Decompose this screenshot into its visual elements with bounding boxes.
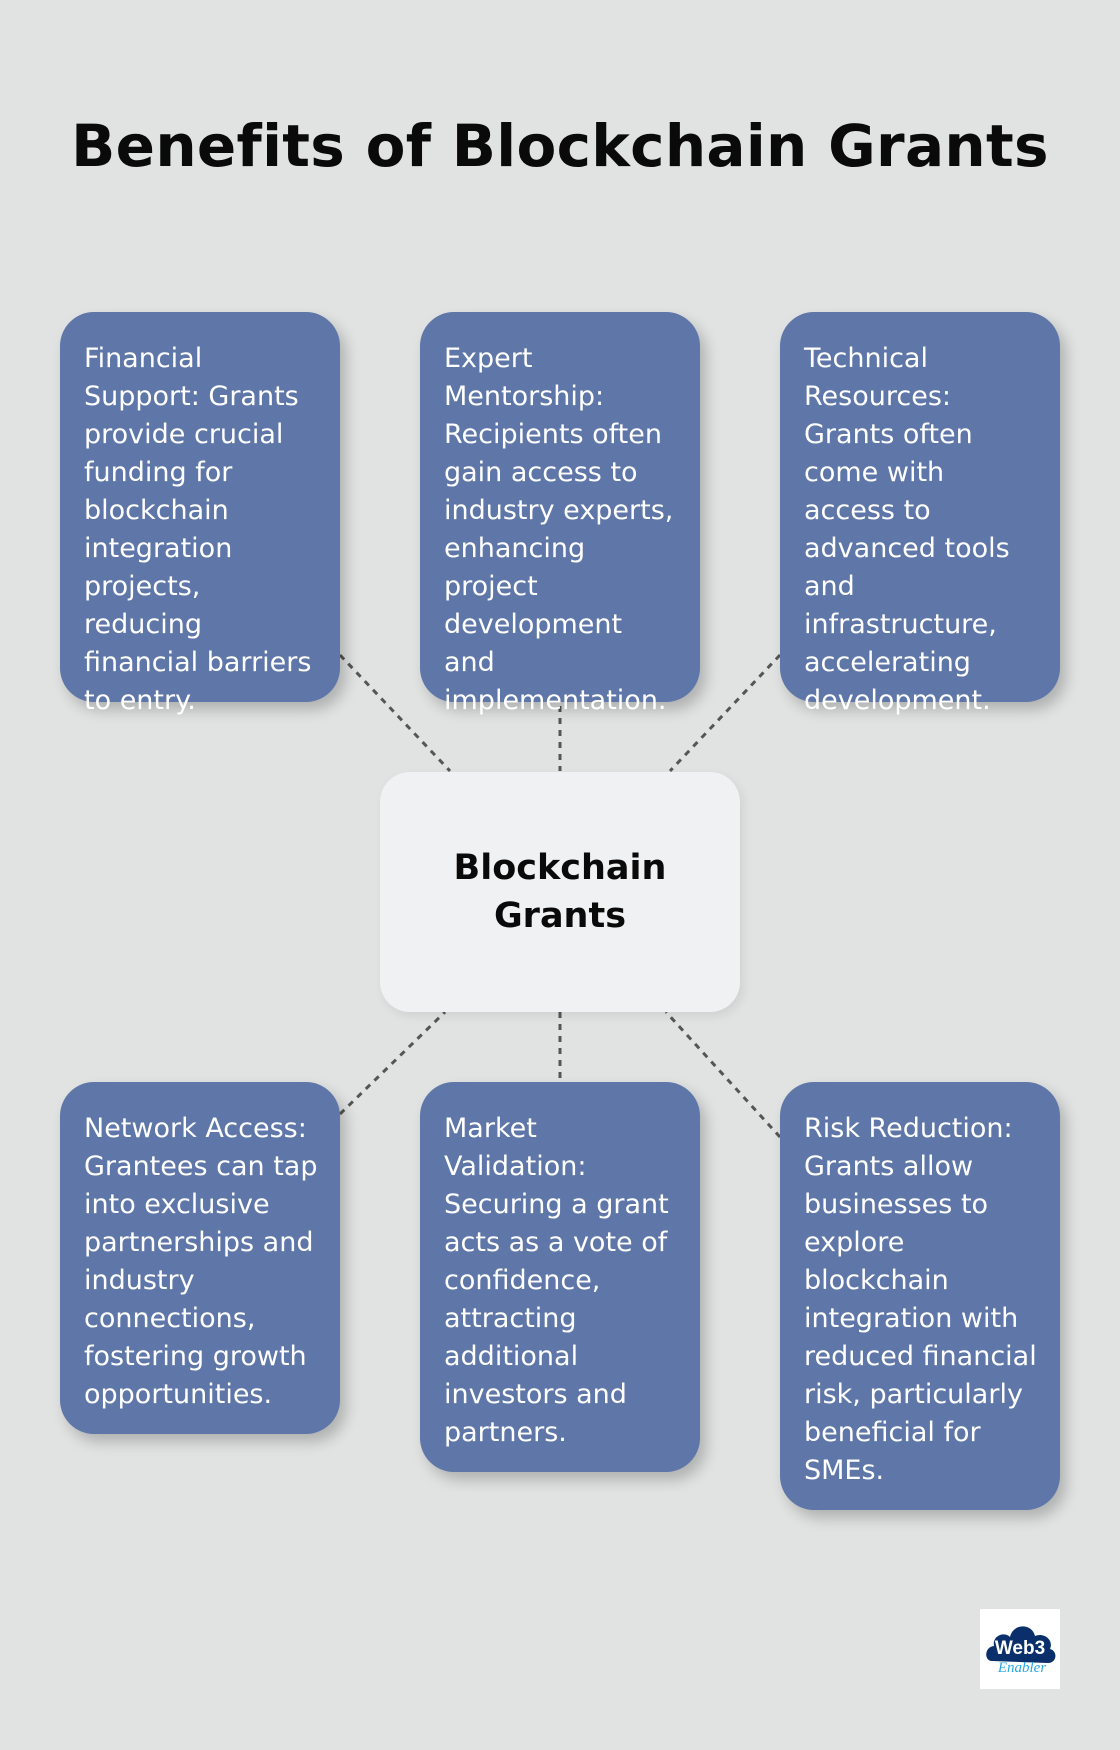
benefit-card-network-access: Network Access: Grantees can tap into ex… bbox=[60, 1082, 340, 1434]
center-hub-label: Blockchain Grants bbox=[453, 848, 667, 936]
connector-network-access bbox=[338, 1010, 447, 1116]
benefit-card-text: Network Access: Grantees can tap into ex… bbox=[84, 1113, 318, 1410]
benefit-card-expert-mentorship: Expert Mentorship: Recipients often gain… bbox=[420, 312, 700, 716]
benefit-card-text: Technical Resources: Grants often come w… bbox=[804, 343, 1010, 716]
benefit-card-text: Risk Reduction: Grants allow businesses … bbox=[804, 1113, 1037, 1486]
benefit-card-market-validation: Market Validation: Securing a grant acts… bbox=[420, 1082, 700, 1472]
page-title: Benefits of Blockchain Grants bbox=[71, 112, 1049, 180]
benefit-card-text: Expert Mentorship: Recipients often gain… bbox=[444, 343, 674, 716]
svg-text:Web3: Web3 bbox=[995, 1638, 1045, 1659]
connector-risk-reduction bbox=[664, 1010, 782, 1139]
benefit-card-text: Financial Support: Grants provide crucia… bbox=[84, 343, 312, 716]
connector-financial-support bbox=[338, 653, 452, 773]
benefit-card-text: Market Validation: Securing a grant acts… bbox=[444, 1113, 669, 1448]
center-hub: Blockchain Grants bbox=[380, 772, 740, 1012]
connector-technical-resources bbox=[668, 653, 782, 773]
cloud-logo-icon: Web3 Enabler bbox=[986, 1626, 1056, 1676]
benefit-card-risk-reduction: Risk Reduction: Grants allow businesses … bbox=[780, 1082, 1060, 1510]
svg-text:Enabler: Enabler bbox=[997, 1660, 1046, 1676]
benefit-card-financial-support: Financial Support: Grants provide crucia… bbox=[60, 312, 340, 716]
benefit-card-technical-resources: Technical Resources: Grants often come w… bbox=[780, 312, 1060, 716]
web3-enabler-logo: Web3 Enabler bbox=[980, 1609, 1060, 1689]
